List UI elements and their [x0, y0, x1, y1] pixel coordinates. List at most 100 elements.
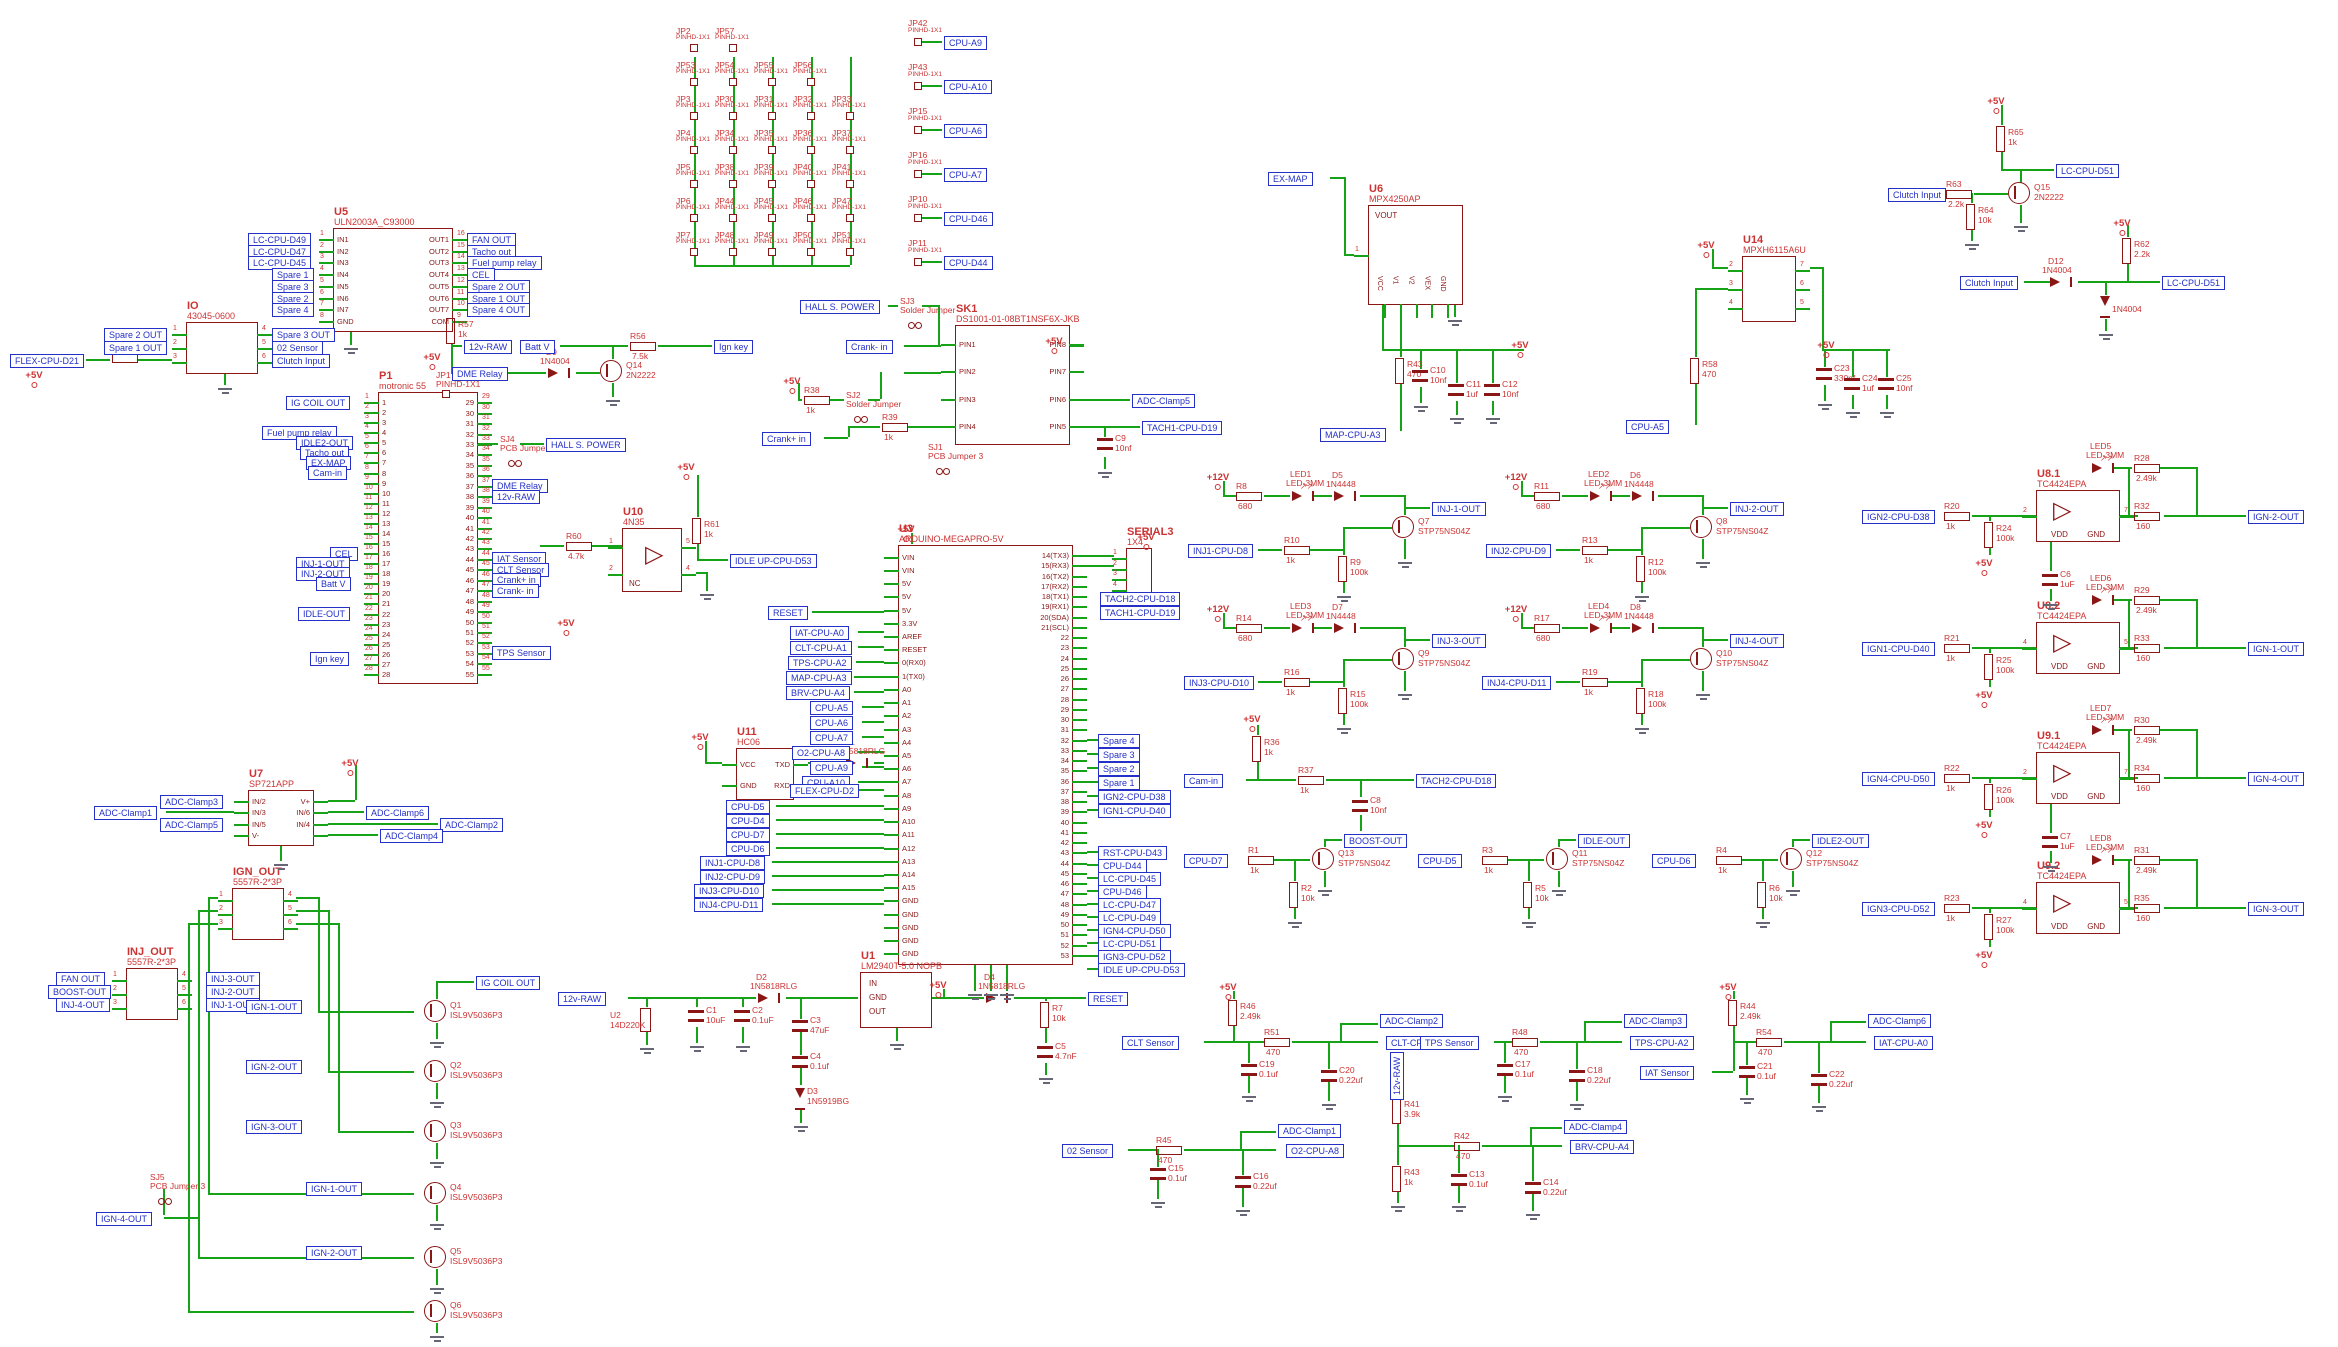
- net-flag-idle-out[interactable]: IDLE-OUT: [1578, 834, 1631, 848]
- net-flag-reset[interactable]: RESET: [1088, 992, 1129, 1006]
- net-flag-inj4-cpu-d11[interactable]: INJ4-CPU-D11: [1482, 676, 1552, 690]
- net-flag-adc-clamp6[interactable]: ADC-Clamp6: [366, 806, 430, 820]
- net-flag-cpu-a9[interactable]: CPU-A9: [944, 36, 988, 50]
- net-flag-ig-coil-out[interactable]: IG COIL OUT: [476, 976, 541, 990]
- net-flag-cam-in[interactable]: Cam-in: [308, 466, 348, 480]
- net-flag-boost-out[interactable]: BOOST-OUT: [48, 985, 112, 999]
- net-flag-12v-raw[interactable]: 12v-RAW: [492, 490, 541, 504]
- net-flag-12v-raw[interactable]: 12v-RAW: [464, 340, 513, 354]
- net-flag-cpu-a5[interactable]: CPU-A5: [810, 701, 854, 715]
- net-flag-cpu-d46[interactable]: CPU-D46: [1098, 885, 1147, 899]
- net-flag-idle2-out[interactable]: IDLE2-OUT: [1812, 834, 1870, 848]
- net-flag-ign-3-out[interactable]: IGN-3-OUT: [246, 1120, 302, 1134]
- component-R59[interactable]: R59: [112, 343, 138, 363]
- net-flag-adc-clamp6[interactable]: ADC-Clamp6: [1868, 1014, 1932, 1028]
- net-flag-iat-cpu-a0[interactable]: IAT-CPU-A0: [1874, 1036, 1933, 1050]
- net-flag-12v-raw[interactable]: 12v-RAW: [558, 992, 607, 1006]
- net-flag-ign-key[interactable]: Ign key: [714, 340, 754, 354]
- net-flag-flex-cpu-d21[interactable]: FLEX-CPU-D21: [10, 354, 85, 368]
- net-flag-inj1-cpu-d8[interactable]: INJ1-CPU-D8: [700, 856, 766, 870]
- net-flag-tach1-cpu-d19[interactable]: TACH1-CPU-D19: [1142, 421, 1223, 435]
- net-flag-12v-raw[interactable]: 12v-RAW: [1390, 1051, 1404, 1100]
- net-flag-o2-cpu-a8[interactable]: O2-CPU-A8: [792, 746, 851, 760]
- net-flag-ign4-cpu-d50[interactable]: IGN4-CPU-D50: [1862, 772, 1935, 786]
- net-flag-lc-cpu-d51[interactable]: LC-CPU-D51: [1098, 937, 1162, 951]
- net-flag-ig-coil-out[interactable]: IG COIL OUT: [286, 396, 351, 410]
- component-D9[interactable]: D91N4004: [540, 347, 570, 378]
- net-flag-cpu-a7[interactable]: CPU-A7: [810, 731, 854, 745]
- net-flag-cpu-a10[interactable]: CPU-A10: [944, 80, 993, 94]
- net-flag-cpu-d5[interactable]: CPU-D5: [726, 800, 770, 814]
- net-flag-rst-cpu-d43[interactable]: RST-CPU-D43: [1098, 846, 1168, 860]
- net-flag-cpu-d4[interactable]: CPU-D4: [726, 814, 770, 828]
- net-flag-cpu-a5[interactable]: CPU-A5: [1626, 420, 1670, 434]
- net-flag-02-sensor[interactable]: 02 Sensor: [272, 341, 324, 355]
- net-flag-clutch-input[interactable]: Clutch Input: [1888, 188, 1947, 202]
- net-flag-inj-1-out[interactable]: INJ-1-OUT: [1432, 502, 1486, 516]
- net-flag-lc-cpu-d45[interactable]: LC-CPU-D45: [1098, 872, 1162, 886]
- net-flag-lc-cpu-d51[interactable]: LC-CPU-D51: [2056, 164, 2120, 178]
- net-flag-cam-in[interactable]: Cam-in: [1184, 774, 1224, 788]
- net-flag-ign-1-out[interactable]: IGN-1-OUT: [306, 1182, 362, 1196]
- net-flag-adc-clamp3[interactable]: ADC-Clamp3: [160, 795, 224, 809]
- net-flag-idle-up-cpu-d53[interactable]: IDLE UP-CPU-D53: [1098, 963, 1185, 977]
- net-flag-ign2-cpu-d38[interactable]: IGN2-CPU-D38: [1098, 790, 1171, 804]
- net-flag-cpu-d6[interactable]: CPU-D6: [1652, 854, 1696, 868]
- net-flag-map-cpu-a3[interactable]: MAP-CPU-A3: [786, 671, 852, 685]
- net-flag-lc-cpu-d51[interactable]: LC-CPU-D51: [2162, 276, 2226, 290]
- net-flag-tach2-cpu-d18[interactable]: TACH2-CPU-D18: [1100, 592, 1181, 606]
- net-flag-cpu-a6[interactable]: CPU-A6: [944, 124, 988, 138]
- net-flag-ign-3-out[interactable]: IGN-3-OUT: [2248, 902, 2304, 916]
- net-flag-adc-clamp3[interactable]: ADC-Clamp3: [1624, 1014, 1688, 1028]
- net-flag-tach1-cpu-d19[interactable]: TACH1-CPU-D19: [1100, 606, 1181, 620]
- net-flag-fan-out[interactable]: FAN OUT: [56, 972, 106, 986]
- net-flag-adc-clamp4[interactable]: ADC-Clamp4: [1564, 1120, 1628, 1134]
